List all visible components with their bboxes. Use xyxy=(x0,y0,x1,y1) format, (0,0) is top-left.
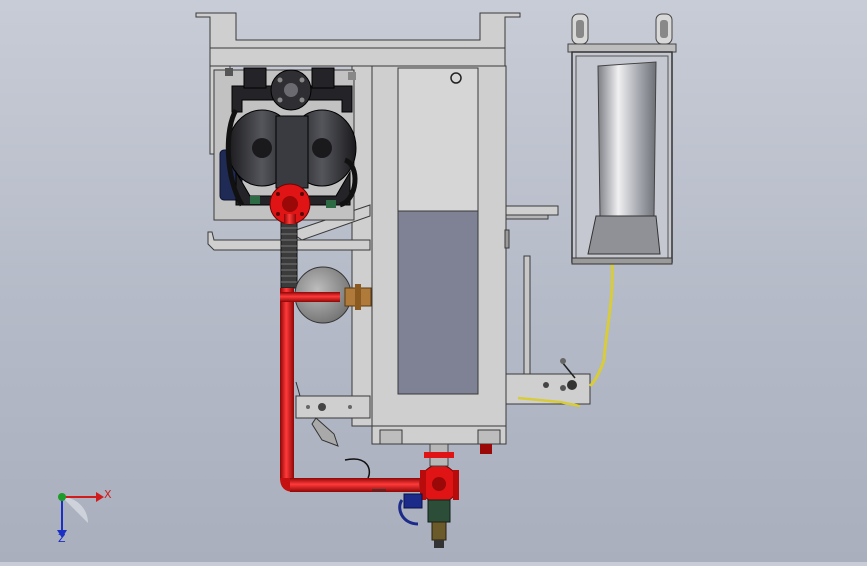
z-axis-label: Z xyxy=(58,532,66,545)
dust-collector xyxy=(567,13,677,265)
tank xyxy=(397,67,479,395)
right-control-bracket xyxy=(505,358,591,408)
coordinate-triad xyxy=(57,492,104,538)
x-axis-label: X xyxy=(104,488,112,501)
flexible-hose xyxy=(280,221,298,289)
bottom-left-bracket xyxy=(295,381,371,447)
cable-hook xyxy=(344,458,371,479)
red-piping xyxy=(269,183,492,504)
drain-valve xyxy=(398,493,451,548)
y-axis-dot xyxy=(58,493,66,501)
tank-port-hole xyxy=(450,72,462,84)
yellow-cable xyxy=(588,261,614,388)
